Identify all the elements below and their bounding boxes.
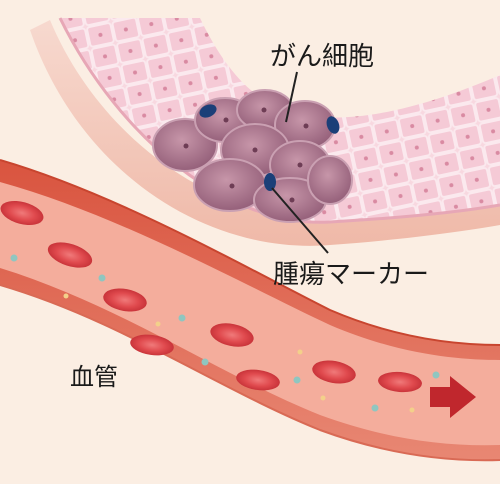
- marker-pointer-line: [271, 187, 329, 254]
- tumor-marker-label: 腫瘍マーカー: [273, 260, 430, 290]
- cancer-pointer-line: [285, 71, 298, 123]
- tumor-marker: [264, 173, 276, 191]
- tumor-marker: [326, 116, 340, 134]
- tissue-wall: [30, 20, 500, 246]
- blood-vessel: [0, 159, 500, 462]
- tumor-markers: [199, 104, 340, 191]
- blood-vessel-label: 血管: [70, 363, 118, 391]
- blood-particles: [10, 254, 440, 413]
- cancer-cell-label: がん細胞: [270, 42, 375, 72]
- tumor-marker: [199, 104, 217, 118]
- red-blood-cells: [0, 200, 422, 393]
- arrow-right-icon: [430, 376, 476, 418]
